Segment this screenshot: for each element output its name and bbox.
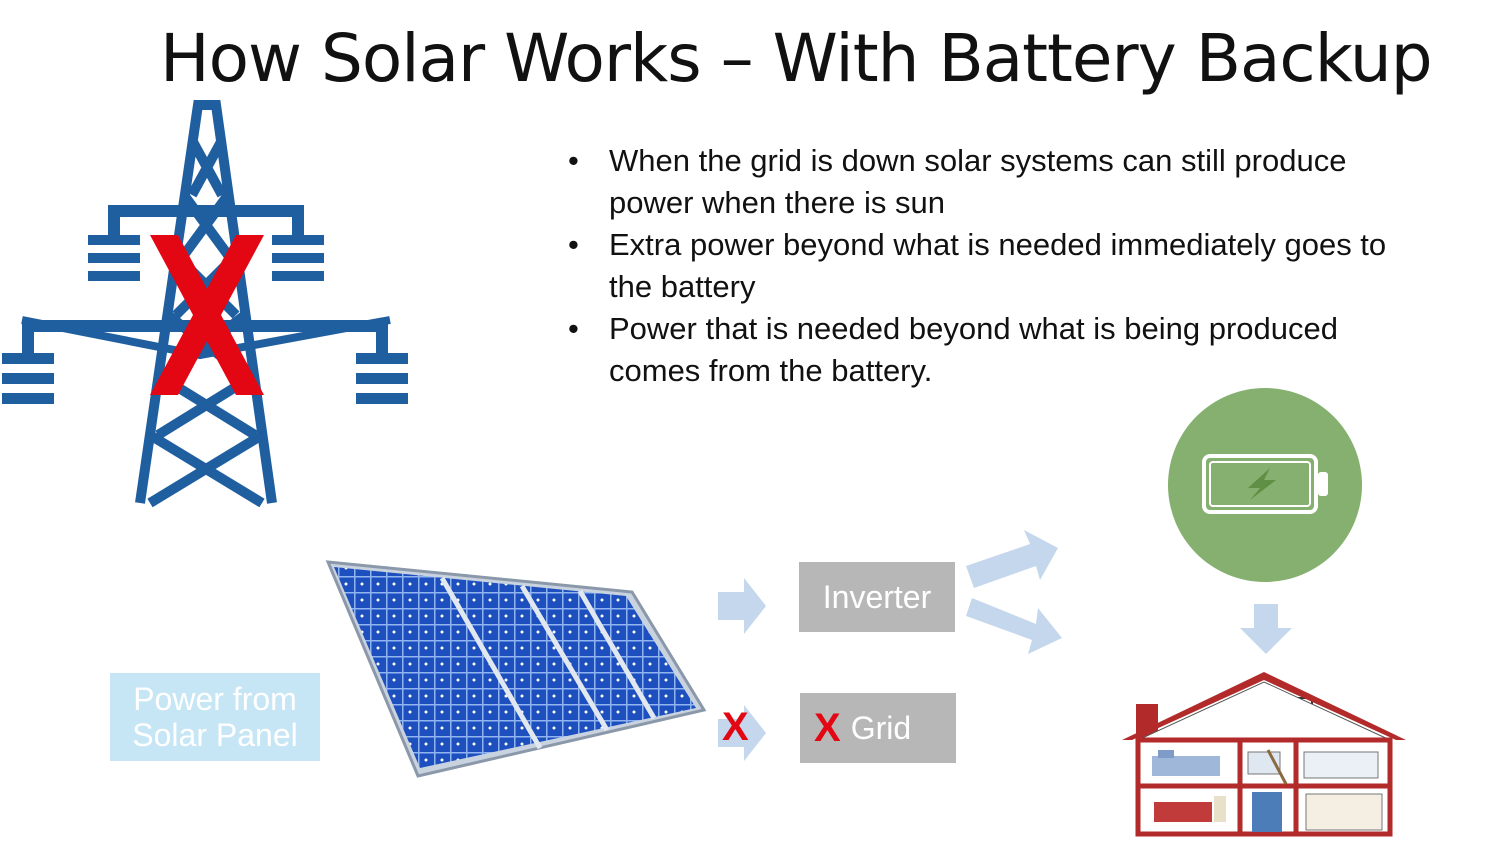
bullet-item: When the grid is down solar systems can … bbox=[568, 140, 1408, 224]
page-title: How Solar Works – With Battery Backup bbox=[160, 20, 1433, 97]
disabled-x-icon: X bbox=[814, 705, 841, 750]
bullet-list: When the grid is down solar systems can … bbox=[568, 140, 1408, 392]
arrow-right-icon bbox=[718, 578, 766, 634]
disabled-x-icon bbox=[150, 235, 264, 395]
solar-panel-icon bbox=[325, 560, 707, 778]
grid-box: X Grid bbox=[800, 693, 956, 763]
arrow-down-icon bbox=[1240, 604, 1292, 654]
disabled-x-icon: X bbox=[722, 705, 749, 749]
inverter-box: Inverter bbox=[799, 562, 955, 632]
split-arrows-icon bbox=[966, 530, 1062, 654]
bullet-item: Power that is needed beyond what is bein… bbox=[568, 308, 1408, 392]
battery-icon bbox=[1168, 388, 1362, 582]
solar-label-line2: Solar Panel bbox=[132, 717, 298, 753]
bullet-item: Extra power beyond what is needed immedi… bbox=[568, 224, 1408, 308]
arrow-right-icon bbox=[718, 705, 766, 761]
grid-label: Grid bbox=[850, 709, 912, 746]
house-icon bbox=[1122, 672, 1406, 837]
power-tower-icon bbox=[2, 100, 408, 508]
solar-label-line1: Power from bbox=[133, 681, 297, 717]
solar-power-label: Power from Solar Panel bbox=[110, 673, 320, 761]
